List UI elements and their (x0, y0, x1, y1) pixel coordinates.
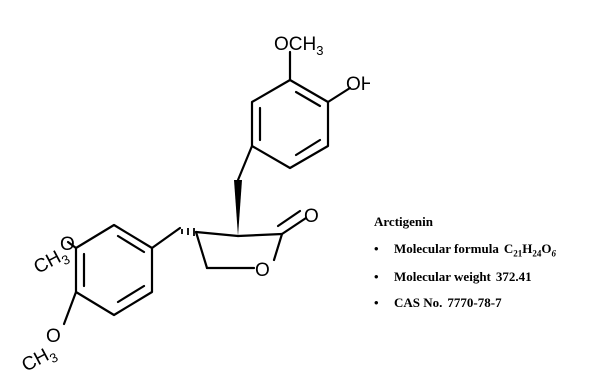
molecular-weight-value: 372.41 (495, 268, 532, 284)
methoxy-top-label: OCH3 (274, 34, 323, 58)
property-label: Molecular weight (394, 268, 491, 284)
ring-oxygen-label: O (255, 260, 270, 281)
hashed-bond (181, 228, 195, 236)
bullet: • (374, 268, 379, 284)
methoxy-left-oxygen: O (60, 234, 75, 255)
compound-info: Arctigenin • Molecular formula C21H24O6 • M… (374, 214, 600, 321)
hydroxyl-label: OH (346, 74, 370, 95)
property-list: • Molecular formula C21H24O6 • Molecular we… (374, 241, 600, 311)
bullet: • (374, 241, 379, 256)
molecular-formula: C21H24O6 (503, 241, 556, 259)
methoxy-bottom-oxygen: O (46, 326, 61, 347)
cas-number-value: 7770-78-7 (447, 294, 502, 310)
property-label: CAS No. (394, 294, 443, 310)
structure-bonds (62, 50, 352, 326)
bullet: • (374, 294, 379, 310)
property-cas-number: • CAS No.7770-78-7 (374, 295, 600, 311)
property-molecular-formula: • Molecular formula C21H24O6 (374, 241, 600, 259)
compound-name: Arctigenin (374, 214, 433, 229)
arctigenin-structure: OCH3 OH O O CH3 O O CH3 (18, 34, 370, 370)
carbonyl-oxygen-label: O (304, 206, 319, 227)
atom-labels: OCH3 OH O O CH3 O O CH3 (18, 34, 370, 370)
property-label: Molecular formula (394, 241, 499, 256)
wedge-bond (234, 180, 242, 236)
